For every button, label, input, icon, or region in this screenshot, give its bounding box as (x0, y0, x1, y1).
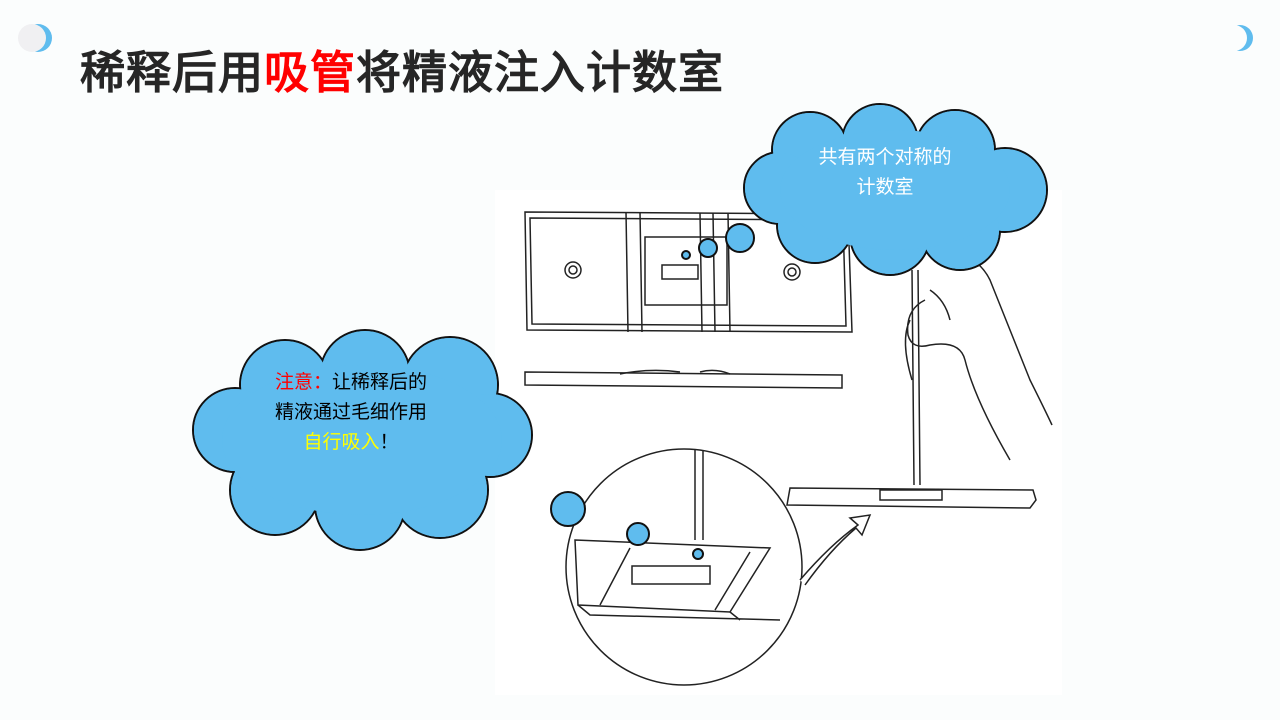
title-text-rest: 将精液注入计数室 (356, 46, 725, 99)
note-label: 注意： (274, 371, 332, 393)
moon-decoration-right-icon (1226, 25, 1253, 51)
title-highlight: 吸管 (264, 46, 357, 99)
callout-left-line2: 精液通过毛细作用 (274, 401, 427, 423)
callout-left-highlight: 自行吸入 (303, 431, 380, 453)
callout-top-line2: 计数室 (856, 176, 914, 198)
magnified-view (565, 448, 872, 686)
slide-title: 稀释后用吸管将精液注入计数室 (80, 36, 724, 101)
callout-top-line1: 共有两个对称的 (818, 146, 952, 168)
counting-chamber-side-view (524, 369, 843, 389)
moon-decoration-left-icon (18, 24, 52, 52)
counting-chamber-top-view (524, 211, 853, 333)
slide-with-coverslip (786, 487, 1037, 509)
callout-left-end: ！ (379, 431, 399, 453)
callout-top-text: 共有两个对称的 计数室 (790, 142, 980, 202)
callout-left-line1: 让稀释后的 (332, 371, 428, 393)
callout-left-text: 注意：让稀释后的 精液通过毛细作用 自行吸入！ (236, 367, 466, 457)
title-text: 稀释后用 (80, 46, 265, 99)
